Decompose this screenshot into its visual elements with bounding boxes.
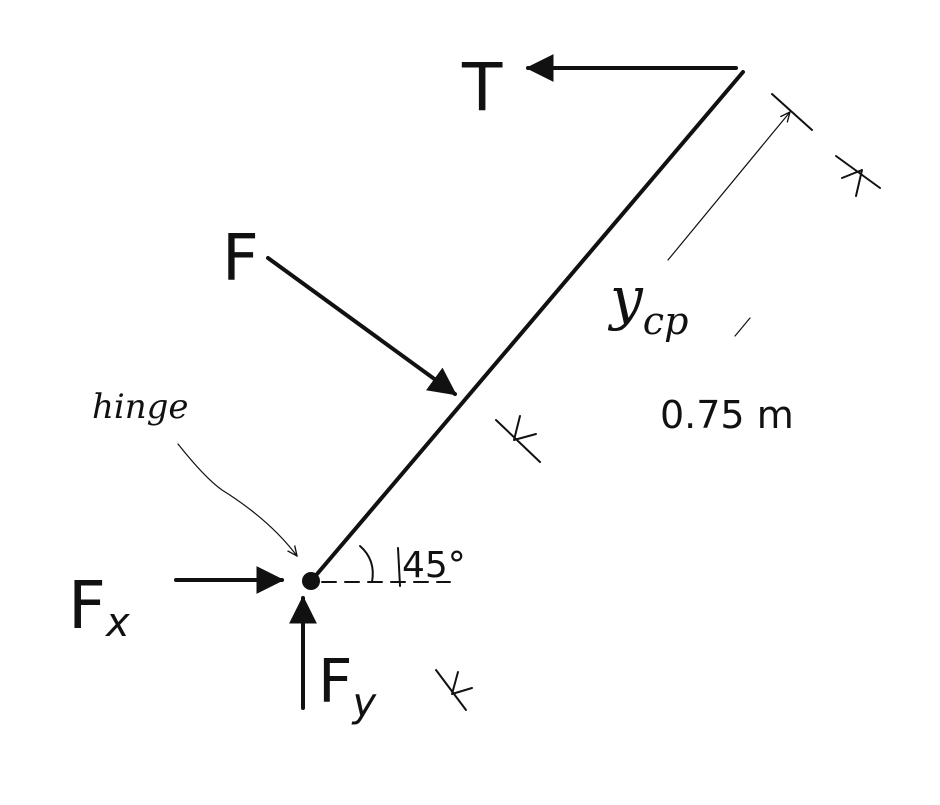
gate-plate xyxy=(310,70,745,582)
reaction-fy-subscript: y xyxy=(352,680,378,726)
ycp-start-arrowhead xyxy=(513,415,537,441)
ycp-end-tick xyxy=(771,93,813,131)
ycp-subscript: cp xyxy=(643,299,689,343)
angle-label: 45° xyxy=(402,545,466,586)
length-start-tick xyxy=(435,669,467,711)
ycp-start-tick xyxy=(495,419,541,463)
hinge-pin xyxy=(302,572,320,590)
reaction-fx-main: F xyxy=(68,567,106,644)
force-arrow xyxy=(266,256,457,396)
length-start-arrowhead xyxy=(451,671,473,695)
length-end-arrowhead xyxy=(841,169,863,197)
length-dimension-line xyxy=(734,317,751,337)
reaction-fx-label: Fx xyxy=(68,567,130,646)
force-label: F xyxy=(222,222,259,296)
ycp-label: ycp xyxy=(607,264,688,343)
hinge-pointer xyxy=(177,443,297,556)
ycp-dimension-line xyxy=(667,112,790,261)
reaction-fx-subscript: x xyxy=(104,600,130,646)
angle-arc xyxy=(359,545,374,583)
angle-tick xyxy=(397,547,401,587)
length-label: 0.75 m xyxy=(660,393,794,437)
ycp-main: y xyxy=(607,264,644,332)
tension-label: T xyxy=(461,49,503,126)
reaction-fy-label: Fy xyxy=(318,647,378,726)
reaction-fy-main: F xyxy=(318,647,353,717)
hinge-label: hinge xyxy=(92,387,189,427)
